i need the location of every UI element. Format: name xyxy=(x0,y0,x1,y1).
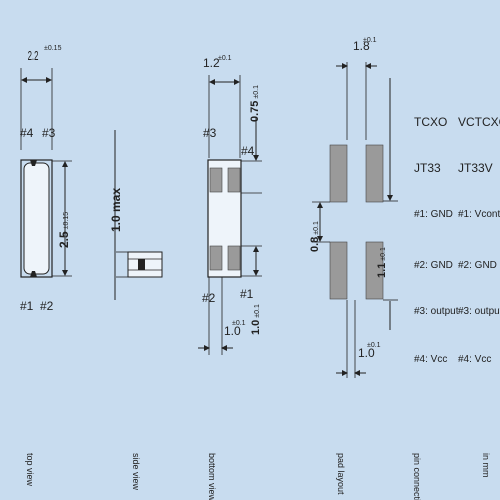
pin-col-2-pin-2: #2: GND xyxy=(458,260,497,271)
pin-col-1-model: JT33 xyxy=(414,161,441,175)
pad-layout-pad-upper-left xyxy=(329,144,348,203)
pad-layout: 1.8 ±0.1 0.8±0.1 1.1±0.1 1.0 ±0.1 xyxy=(309,37,398,378)
bottom-view-pin-4: #4 xyxy=(241,144,255,158)
pad-layout-pad-lower-left xyxy=(329,241,348,300)
pin-col-1-header: TCXO xyxy=(414,115,447,129)
side-view-height-label: 1.0 max xyxy=(109,188,123,232)
bottom-view: 1.2 ±0.1 0.75±0.1 #3 #4 1.0±0.1 #2 #1 1.… xyxy=(198,55,262,355)
bottom-view-bottom-dim: 1.0±0.1 xyxy=(250,304,262,335)
caption-side-view: side view xyxy=(131,453,141,491)
pad-layout-right-dim: 1.1±0.1 xyxy=(376,247,388,278)
bottom-view-pad-3 xyxy=(209,167,223,193)
pin-col-2-header: VCTCXO xyxy=(458,115,500,129)
pin-col-2-pin-1: #1: Vcontrol xyxy=(458,209,500,220)
pad-layout-top-dim: 1.8 xyxy=(353,39,370,53)
bottom-view-pin-1: #1 xyxy=(240,287,254,301)
pin-col-2-pin-4: #4: Vcc xyxy=(458,354,491,365)
top-view-height-dim: 2.5±0.15 xyxy=(57,212,71,248)
top-view-width-dim: 2.2 xyxy=(28,49,39,64)
bottom-view-pad-1 xyxy=(227,245,241,271)
bottom-view-pitch-tol: ±0.1 xyxy=(232,320,246,327)
pad-layout-bottom-dim: 1.0 xyxy=(358,346,375,360)
bottom-view-pitch-dim: 1.0 xyxy=(224,324,241,338)
top-view-pin-2: #2 xyxy=(40,299,54,313)
side-view: 1.0 max xyxy=(109,130,163,300)
pin-col-2-model: JT33V xyxy=(458,161,493,175)
pad-layout-top-tol: ±0.1 xyxy=(363,37,377,44)
caption-pin-connection: pin connection xyxy=(412,453,422,500)
top-view-pin-1: #1 xyxy=(20,299,34,313)
bottom-view-pin-3: #3 xyxy=(203,126,217,140)
caption-pad-layout: pad layout xyxy=(336,453,346,495)
caption-unit: in mm xyxy=(481,453,491,478)
bottom-view-pad-height: 0.75±0.1 xyxy=(249,85,261,122)
pad-layout-pad-lower-right xyxy=(365,241,384,300)
captions: top view side view bottom view pad layou… xyxy=(25,453,491,500)
caption-top-view: top view xyxy=(25,453,35,487)
top-view-pin-3: #3 xyxy=(42,126,56,140)
top-view-width-tol: ±0.15 xyxy=(44,45,62,52)
bottom-view-pad-width-tol: ±0.1 xyxy=(218,55,232,62)
pin-connection-table: TCXO VCTCXO JT33 JT33V #1: GND #1: Vcont… xyxy=(414,115,500,365)
pin-col-2-pin-3: #3: output xyxy=(458,306,500,317)
pin-col-1-pin-4: #4: Vcc xyxy=(414,354,447,365)
pin-col-1-pin-2: #2: GND xyxy=(414,260,453,271)
top-view-pin-4: #4 xyxy=(20,126,34,140)
pad-layout-left-dim: 0.8±0.1 xyxy=(309,221,321,252)
pad-layout-bottom-tol: ±0.1 xyxy=(367,342,381,349)
pin-col-1-pin-3: #3: output xyxy=(414,306,459,317)
pad-layout-pad-upper-right xyxy=(365,144,384,203)
caption-bottom-view: bottom view xyxy=(207,453,217,500)
bottom-view-pad-2 xyxy=(209,245,223,271)
pin-col-1-pin-1: #1: GND xyxy=(414,209,453,220)
bottom-view-pad-4 xyxy=(227,167,241,193)
bottom-view-pad-width-dim: 1.2 xyxy=(203,56,220,70)
top-view: 2.2 ±0.15 #4 #3 2.5±0.15 #1 #2 xyxy=(20,45,72,313)
